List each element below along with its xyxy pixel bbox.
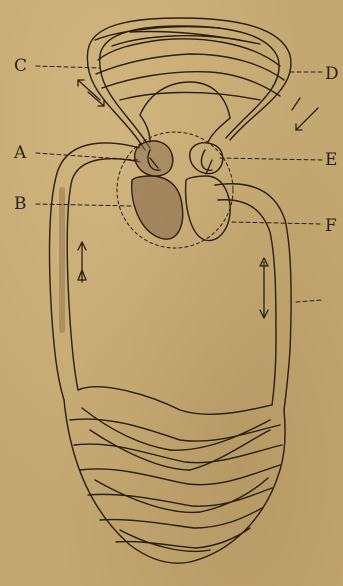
label-c: C: [14, 58, 27, 75]
right-great-vessel: [215, 184, 291, 410]
label-d: D: [325, 66, 339, 83]
arrow-pulmonary-right-icon: [292, 98, 318, 130]
right-ventricle: [186, 176, 231, 241]
leader-extra: [296, 300, 322, 302]
arrow-heart-right-icon: [206, 160, 212, 174]
leader-b: [36, 204, 132, 206]
leader-f: [232, 222, 322, 224]
pulmonary-capillary-network: [87, 18, 291, 150]
label-a: A: [14, 145, 26, 162]
arrow-left-vessel-icon: [78, 242, 86, 282]
leader-e: [220, 158, 322, 160]
flow-arrows: [78, 80, 318, 318]
right-atrium: [190, 143, 223, 174]
arrow-pulmonary-left-icon: [78, 80, 104, 106]
left-atrium: [135, 141, 173, 176]
label-f: F: [325, 218, 337, 235]
label-e: E: [325, 152, 337, 169]
left-ventricle: [132, 176, 183, 239]
left-great-vessel: [50, 143, 140, 400]
leader-c: [36, 66, 100, 68]
label-b: B: [14, 196, 27, 213]
arrow-right-vessel-icon: [260, 258, 268, 318]
systemic-capillary-network: [64, 387, 285, 563]
leader-a: [36, 153, 138, 160]
leader-lines: [36, 66, 322, 302]
